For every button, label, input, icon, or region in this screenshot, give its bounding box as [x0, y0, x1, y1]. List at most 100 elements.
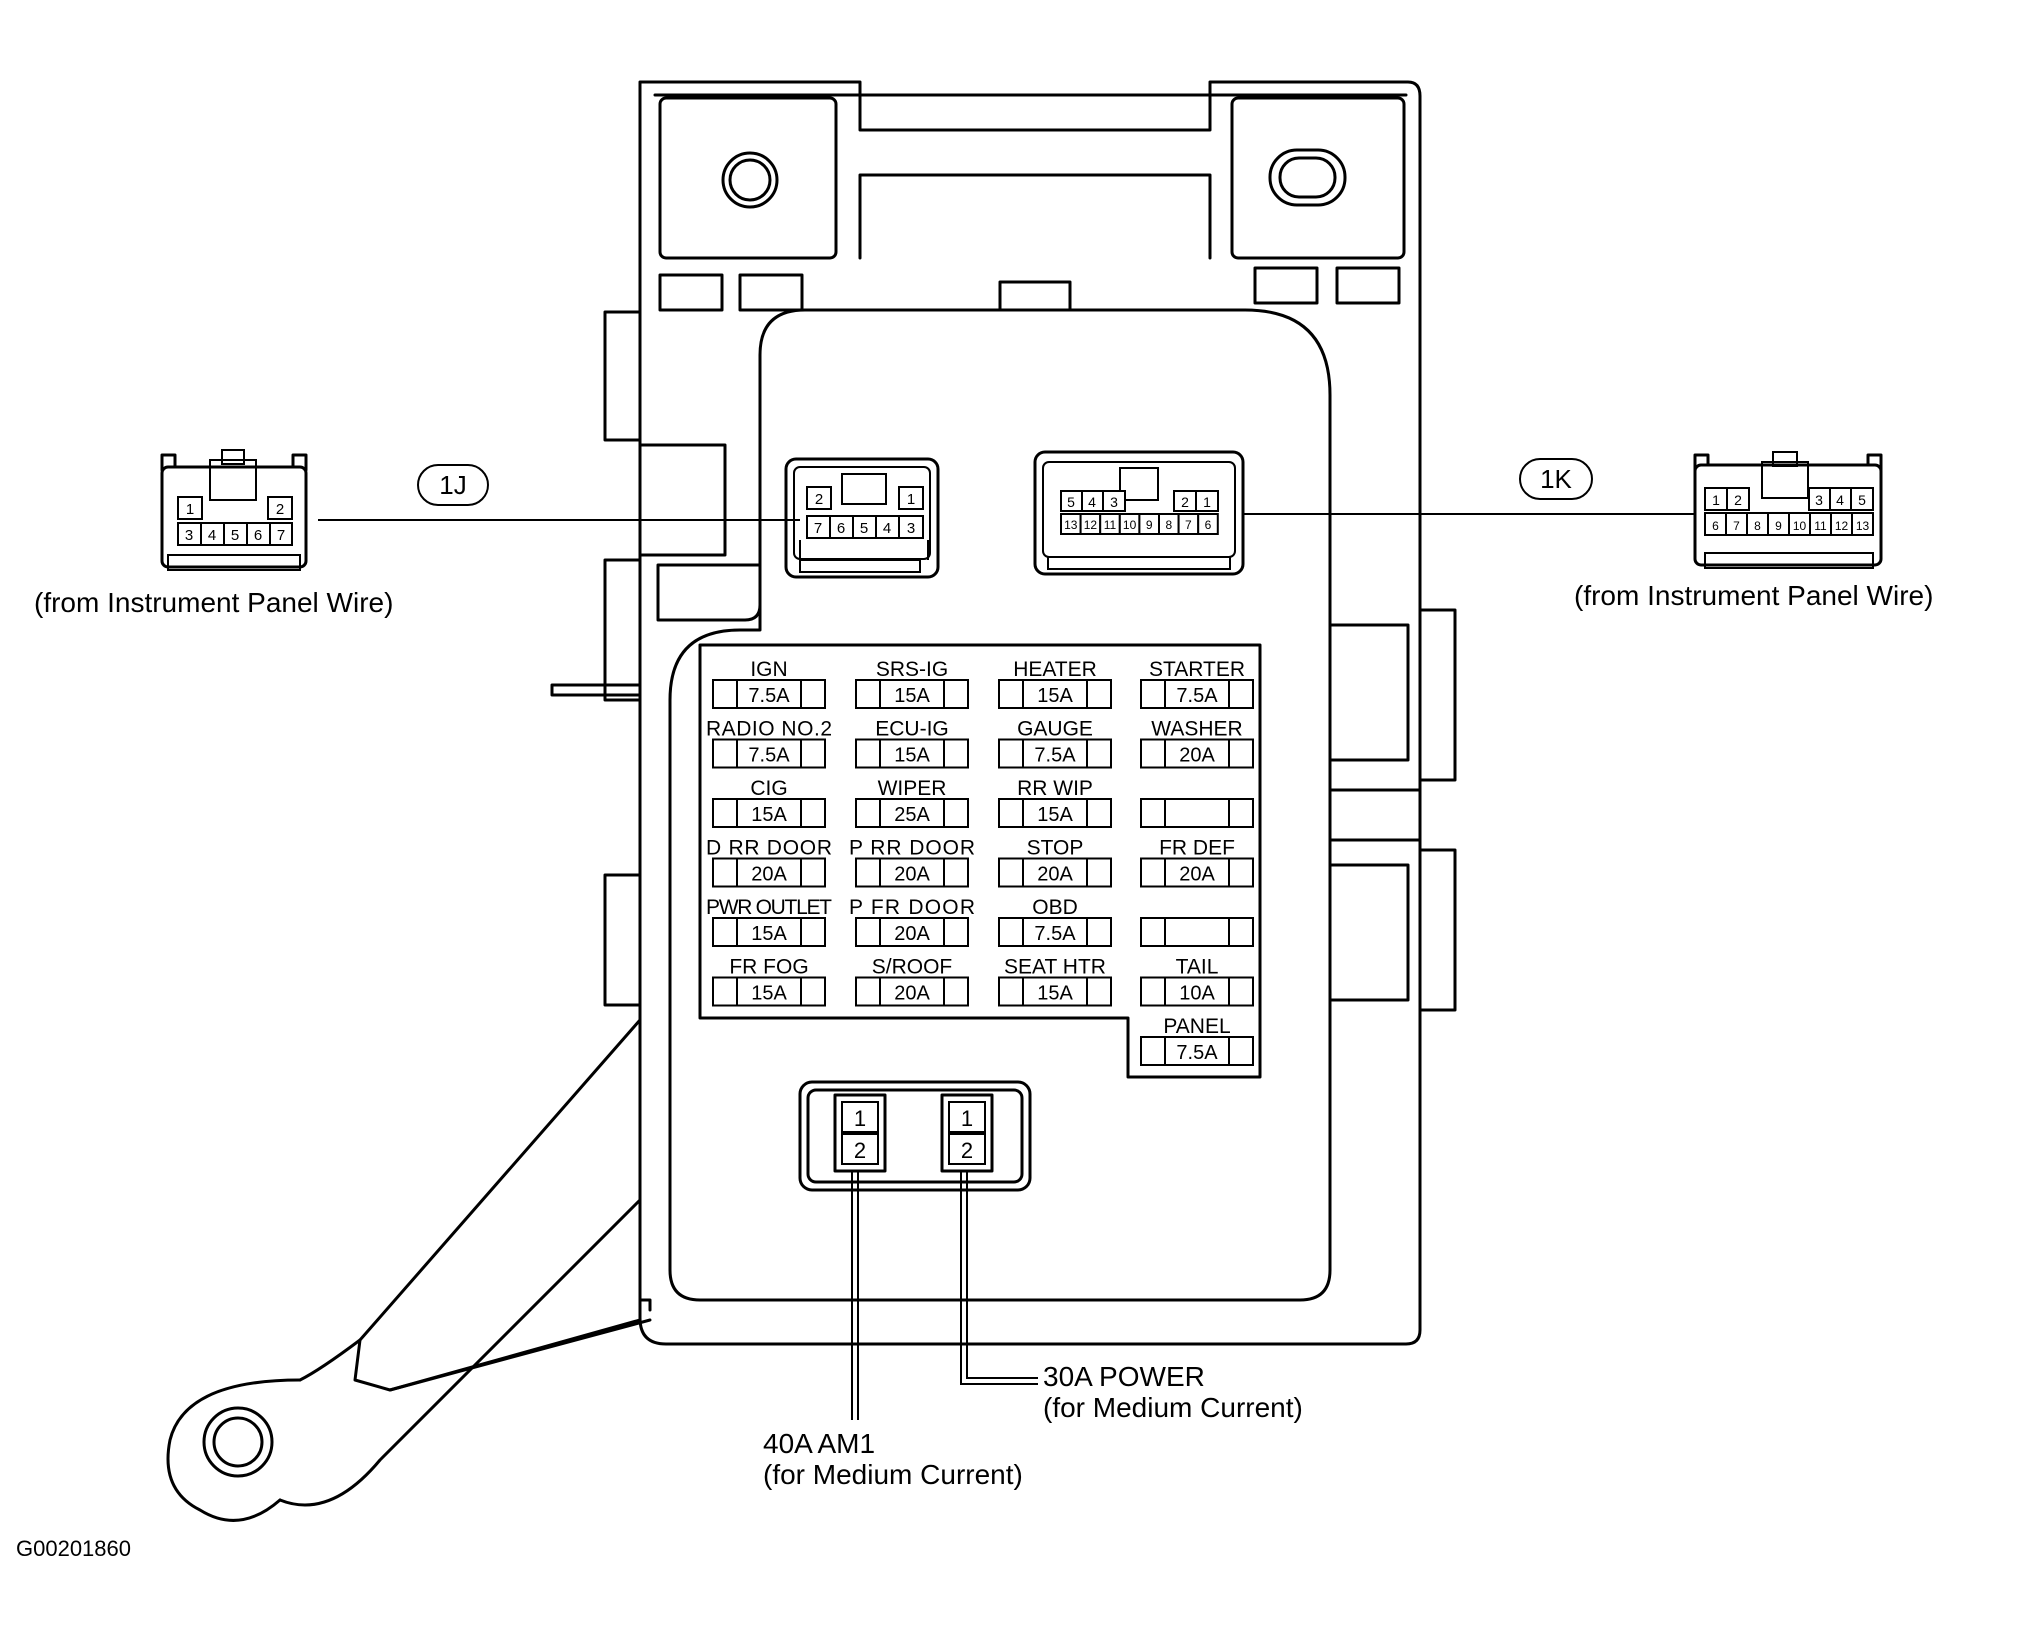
pin-label: 9	[1775, 519, 1782, 533]
fuse-slot: RADIO NO.27.5A	[706, 718, 832, 769]
fuse-name: GAUGE	[1017, 718, 1093, 741]
fuse-rating: 20A	[751, 864, 787, 886]
relay-pin-label: 2	[961, 1138, 973, 1163]
fuse-body	[712, 917, 826, 947]
fuse-body	[712, 679, 826, 709]
pin-label: 6	[1205, 518, 1212, 532]
fuse-block: IGN7.5ASRS-IG15AHEATER15ASTARTER7.5ARADI…	[698, 643, 1262, 1079]
pin-label: 11	[1814, 519, 1827, 533]
pin-label: 6	[1712, 519, 1719, 533]
fuse-body	[712, 976, 826, 1007]
pin-label: 5	[1858, 492, 1866, 508]
fuse-body	[1140, 857, 1254, 888]
fuse-body	[712, 738, 826, 769]
relay-am1-label-line2: (for Medium Current)	[763, 1459, 1023, 1490]
pin-label: 12	[1835, 519, 1849, 533]
fuse-body	[712, 798, 826, 828]
fuse-rating: 7.5A	[1034, 745, 1076, 767]
relay-power: 1 2	[940, 1093, 994, 1173]
pin-label: 6	[837, 520, 845, 537]
fuse-body	[1140, 798, 1254, 828]
pin-label: 13	[1856, 519, 1870, 533]
fuse-name: IGN	[750, 658, 787, 681]
pin-label: 5	[1067, 494, 1075, 510]
fuse-body	[998, 976, 1112, 1007]
fuse-grid: IGN7.5ASRS-IG15AHEATER15ASTARTER7.5ARADI…	[706, 658, 1254, 1066]
pin-label: 2	[1181, 494, 1189, 510]
fuse-rating: 15A	[1037, 804, 1073, 826]
fuse-body	[998, 857, 1112, 888]
fuse-name: STOP	[1027, 837, 1084, 860]
pin-label: 4	[208, 527, 216, 544]
fuse-name: STARTER	[1149, 658, 1245, 681]
connector-1j-socket-cavity: 2 1	[806, 486, 924, 510]
pin-label: 3	[185, 527, 193, 544]
connector-1j-source-label: (from Instrument Panel Wire)	[34, 587, 393, 618]
pin-label: 2	[276, 501, 284, 518]
pin-label: 8	[1754, 519, 1761, 533]
fuse-body	[855, 857, 969, 888]
fuse-rating: 7.5A	[748, 745, 790, 767]
fuse-name: SEAT HTR	[1004, 956, 1106, 979]
fuse-name: SRS-IG	[876, 658, 948, 681]
fuse-body	[998, 679, 1112, 709]
fuse-body	[1140, 679, 1254, 709]
relay-am1-leader	[851, 1171, 859, 1420]
fuse-name: WASHER	[1151, 718, 1242, 741]
pin-label: 9	[1146, 518, 1153, 532]
pin-label: 1	[1203, 494, 1211, 510]
relay-pin-label: 1	[854, 1106, 866, 1131]
fuse-rating: 25A	[894, 804, 930, 826]
pin-label: 7	[277, 527, 285, 544]
fuse-name: FR FOG	[729, 956, 808, 979]
fuse-slot: OBD 7.5A	[998, 896, 1112, 947]
fuse-rating: 20A	[894, 923, 930, 945]
relay-pin-label: 2	[854, 1138, 866, 1163]
connector-1k-code: 1K	[1540, 464, 1572, 494]
relay-power-label-line2: (for Medium Current)	[1043, 1392, 1303, 1423]
fuse-body	[998, 798, 1112, 828]
fuse-rating: 7.5A	[748, 685, 790, 707]
relay-power-leader	[960, 1171, 1038, 1385]
fuse-body	[855, 917, 969, 947]
connector-1j-callout: 1J	[417, 464, 489, 506]
fuse-name: D RR DOOR	[706, 837, 832, 860]
pin-label: 5	[231, 527, 239, 544]
fuse-name: PANEL	[1163, 1015, 1230, 1038]
pin-label: 8	[1165, 518, 1172, 532]
fuse-name: P RR DOOR	[849, 837, 975, 860]
fuse-rating: 20A	[1179, 745, 1215, 767]
fuse-rating: 15A	[1037, 685, 1073, 707]
fuse-rating: 15A	[751, 983, 787, 1005]
fuse-name: S/ROOF	[872, 956, 953, 979]
pin-cell	[1197, 513, 1219, 535]
fuse-rating: 7.5A	[1034, 923, 1076, 945]
pin-cell	[1851, 512, 1874, 536]
pin-label: 10	[1793, 519, 1807, 533]
fuse-body	[855, 679, 969, 709]
fuse-body	[1140, 976, 1254, 1007]
pin-label: 1	[186, 501, 194, 518]
fuse-name: TAIL	[1176, 956, 1219, 979]
fuse-body	[1140, 738, 1254, 769]
fuse-body	[998, 917, 1112, 947]
fuse-body	[855, 738, 969, 769]
fuse-name: OBD	[1032, 896, 1078, 919]
pin-label: 2	[815, 491, 823, 508]
pin-label: 11	[1104, 518, 1117, 532]
fuse-body	[855, 798, 969, 828]
fuse-rating: 15A	[751, 804, 787, 826]
pin-label: 7	[1733, 519, 1740, 533]
